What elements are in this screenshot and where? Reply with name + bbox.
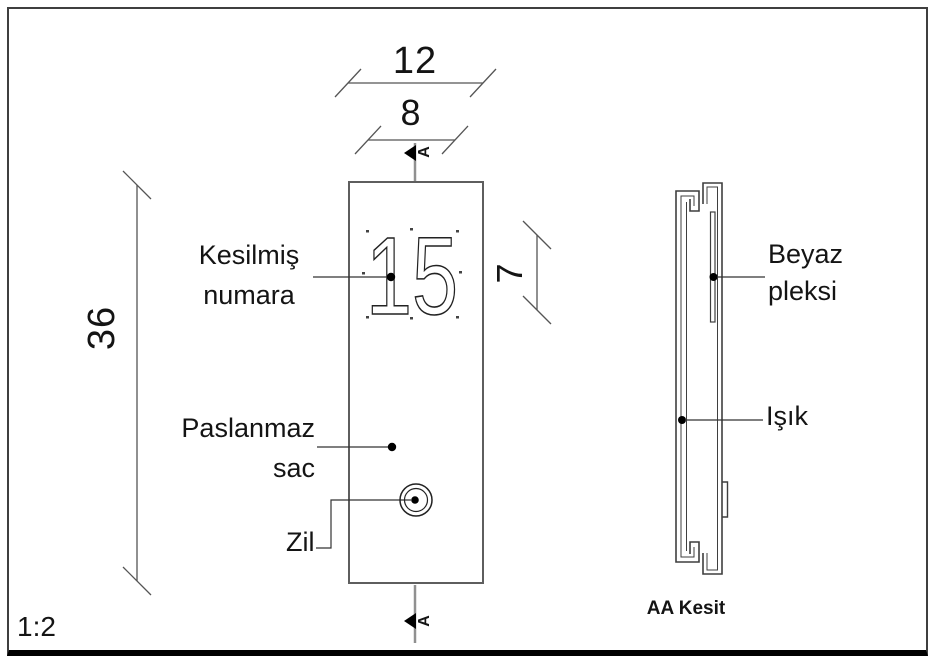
label-white-plexi: Beyaz pleksi — [768, 236, 888, 310]
label-steel-sheet: Paslanmaz sac — [150, 408, 315, 488]
section-marker-letter-top: A — [416, 146, 433, 158]
leader-plexi — [709, 273, 765, 281]
leader-dot — [387, 442, 397, 452]
leader-steel-sheet — [317, 442, 397, 452]
dimension-line-plate-height — [122, 170, 152, 596]
label-bell: Zil — [286, 527, 315, 557]
section-marker-letter-bottom: A — [416, 615, 433, 627]
leader-dot — [386, 272, 396, 282]
section-bell-bump — [722, 481, 729, 518]
label-light: Işık — [766, 401, 809, 431]
section-plexi-strip — [709, 211, 716, 323]
bell-button-inner-circle — [403, 487, 429, 513]
section-front-sheet-inner — [706, 186, 718, 571]
bell-button-outer-circle — [399, 483, 433, 517]
dim-text-number-width: 8 — [400, 92, 422, 133]
section-arrow-bottom-icon — [404, 613, 416, 629]
leader-dot — [411, 496, 419, 504]
dimension-line-number-height — [522, 220, 552, 325]
label-cut-number: Kesilmiş numara — [183, 235, 315, 315]
section-back-sheet-inner — [680, 195, 695, 558]
leader-cut-number — [313, 272, 396, 282]
section-front-sheet-outer — [702, 182, 723, 575]
label-steel-line1: Paslanmaz — [181, 413, 315, 443]
leader-bell — [316, 496, 419, 549]
label-cut-number-line1: Kesilmiş — [198, 240, 300, 270]
dim-text-plate-width: 12 — [392, 40, 438, 82]
scale-label: 1:2 — [17, 611, 56, 642]
leader-light — [678, 416, 763, 424]
sheet-border — [7, 7, 928, 656]
label-plexi-line2: pleksi — [768, 276, 838, 306]
leader-dot — [709, 273, 718, 281]
section-view-title: AA Kesit — [646, 598, 726, 619]
label-plexi-line1: Beyaz — [768, 239, 844, 269]
section-arrow-top-icon — [404, 145, 416, 161]
label-cut-number-line2: numara — [203, 280, 295, 310]
dim-text-plate-height: 36 — [81, 305, 123, 351]
number-registration-marks — [362, 228, 462, 320]
section-back-sheet-outer — [675, 190, 700, 563]
dim-text-number-height: 7 — [489, 262, 530, 284]
dimension-line-number-width — [354, 125, 469, 155]
dimension-line-plate-width — [334, 68, 497, 98]
leader-dot — [678, 416, 686, 424]
label-steel-line2: sac — [272, 453, 315, 483]
